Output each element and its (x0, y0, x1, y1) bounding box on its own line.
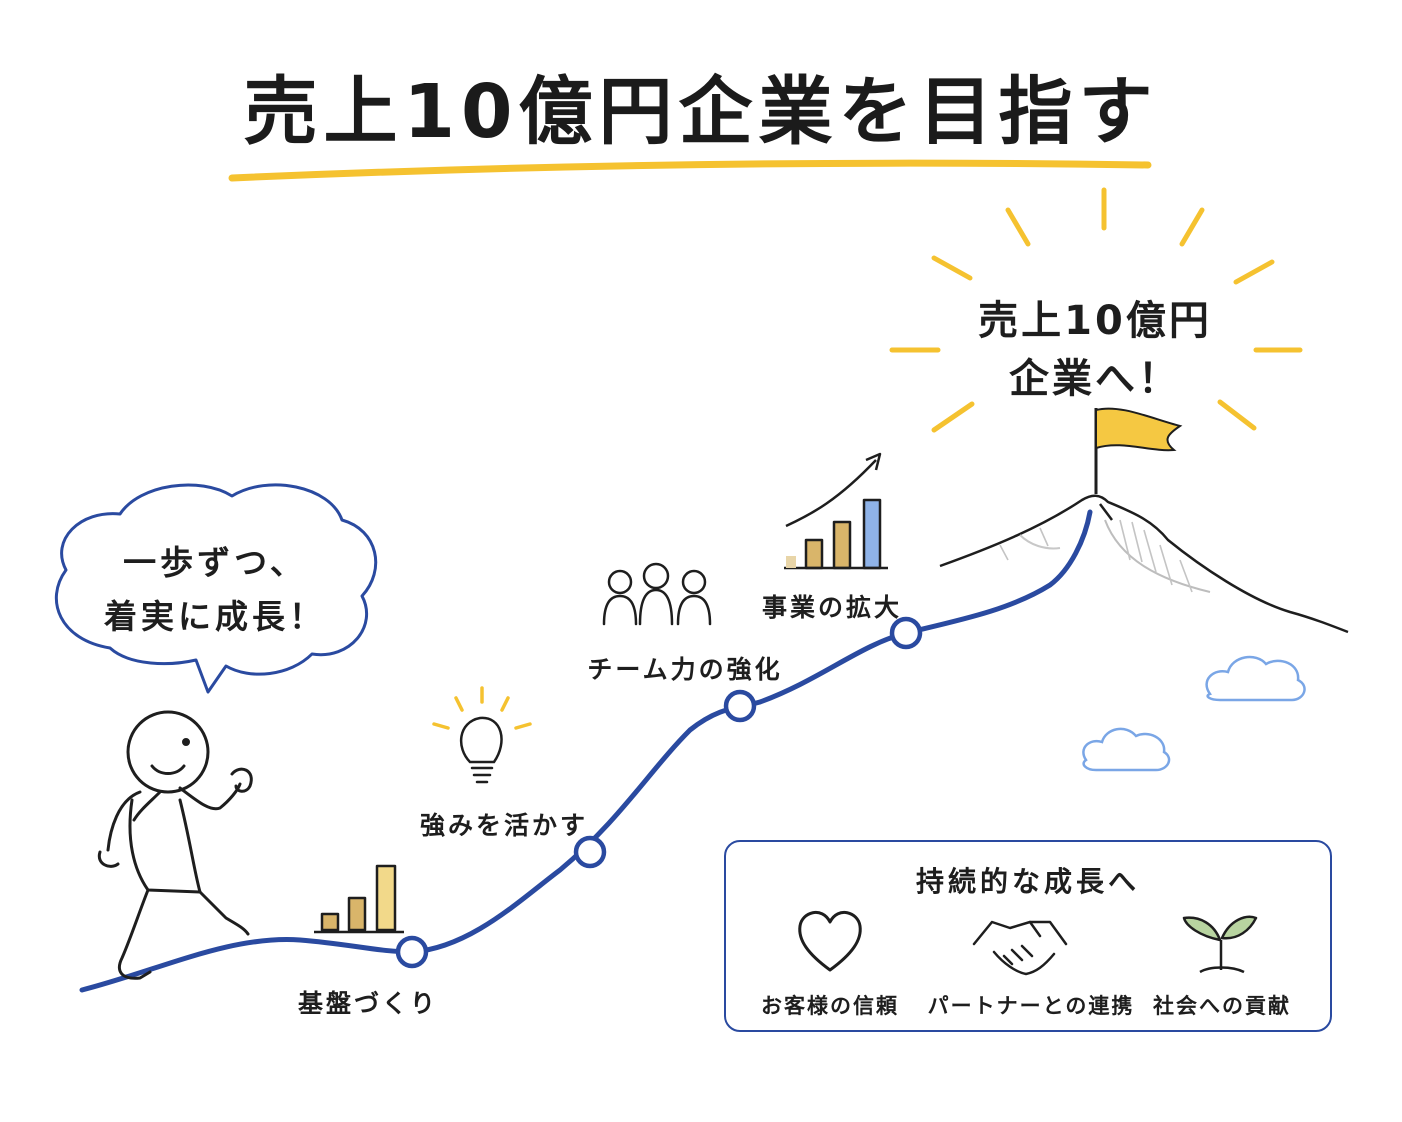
page-title: 売上10億円企業を目指す (243, 69, 1159, 155)
speech-bubble-line1: 一歩ずつ、 (123, 543, 307, 582)
walking-person-icon (97, 710, 253, 980)
milestone-label-2: 強みを活かす (419, 811, 588, 840)
growth-path (79, 509, 1093, 993)
title-underline (228, 159, 1152, 182)
speech-bubble (55, 483, 378, 694)
lightbulb-icon (459, 716, 503, 784)
panel-item-partnership: パートナーとの連携 (927, 994, 1135, 1018)
heart-icon (798, 911, 862, 972)
milestone-label-3: チーム力の強化 (587, 655, 783, 684)
growth-chart-icon (784, 452, 888, 570)
panel-item-contribution: 社会への貢献 (1153, 994, 1291, 1018)
milestone-label-1: 基盤づくり (297, 989, 438, 1018)
milestone-node-4 (889, 616, 923, 650)
panel-title: 持続的な成長へ (915, 865, 1140, 898)
goal-label-line1: 売上10億円 (978, 298, 1212, 344)
milestone-nodes (395, 616, 923, 969)
summit-flag (1094, 407, 1183, 494)
handshake-icon (972, 920, 1068, 976)
milestone-node-1 (395, 935, 429, 969)
lightbulb-rays (432, 686, 532, 730)
milestone-node-3 (723, 689, 757, 723)
sustainable-growth-panel: 持続的な成長へ お客様の信頼 パートナーとの連携 社会への貢献 (724, 840, 1332, 1032)
milestone-label-4: 事業の拡大 (761, 593, 902, 622)
milestone-node-2 (573, 835, 607, 869)
sprout-icon (1182, 915, 1258, 974)
panel-item-trust: お客様の信頼 (761, 994, 899, 1018)
cloud-icon (1205, 655, 1306, 702)
goal-label-line2: 企業へ！ (1009, 356, 1181, 402)
mountain-shading (999, 519, 1193, 593)
bar-chart-icon (314, 864, 404, 934)
mountain (939, 494, 1349, 634)
sun-rays (889, 187, 1303, 433)
cloud-icon (1082, 727, 1171, 772)
speech-bubble-line2: 着実に成長！ (104, 597, 326, 636)
team-icon (602, 562, 712, 626)
